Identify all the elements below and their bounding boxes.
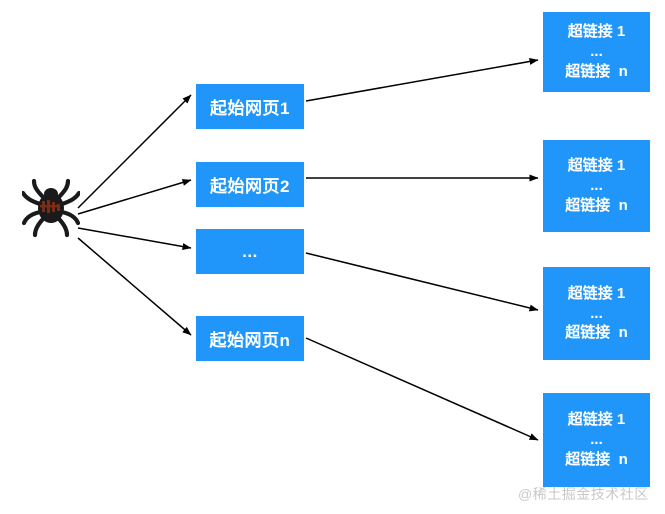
seed-page-label-3: ... xyxy=(242,242,258,261)
hyperlink-last-label-1: 超链接 n xyxy=(565,62,628,80)
hyperlink-last-label-3: 超链接 n xyxy=(565,324,628,342)
hyperlink-first-label-3: 超链接 1 xyxy=(567,284,626,302)
arrow-seed-1-to-links-1 xyxy=(305,58,539,102)
seed-page-node-3[interactable]: ... xyxy=(196,229,304,274)
hyperlink-first-label-1: 超链接 1 xyxy=(567,23,626,40)
seed-page-label-2: 起始网页2 xyxy=(210,177,290,196)
hyperlink-node-1[interactable]: 超链接 1 ... 超链接 n xyxy=(543,12,650,92)
hyperlink-ellipsis-2: ... xyxy=(590,177,603,195)
arrow-seed-3-to-links-3 xyxy=(305,252,539,312)
hyperlink-first-label-4: 超链接 1 xyxy=(567,411,626,428)
arrow-spider-to-seed-3 xyxy=(77,227,192,250)
hyperlink-node-3[interactable]: 超链接 1 ... 超链接 n xyxy=(543,267,650,360)
arrow-seed-4-to-links-4 xyxy=(305,337,539,441)
hyperlink-node-4[interactable]: 超链接 1 ... 超链接 n xyxy=(543,393,650,487)
arrow-spider-to-seed-1 xyxy=(77,94,192,209)
hyperlink-last-label-4: 超链接 n xyxy=(565,450,628,468)
seed-page-node-1[interactable]: 起始网页1 xyxy=(196,84,304,129)
seed-page-label-4: 起始网页n xyxy=(209,331,291,350)
hyperlink-ellipsis-4: ... xyxy=(590,431,603,449)
arrow-spider-to-seed-4 xyxy=(77,237,192,336)
seed-page-node-2[interactable]: 起始网页2 xyxy=(196,162,304,207)
hyperlink-node-2[interactable]: 超链接 1 ... 超链接 n xyxy=(543,140,650,232)
hyperlink-last-label-2: 超链接 n xyxy=(565,196,628,214)
arrow-spider-to-seed-2 xyxy=(77,179,192,215)
spider-icon xyxy=(22,178,80,238)
seed-page-node-4[interactable]: 起始网页n xyxy=(196,316,304,361)
seed-page-label-1: 起始网页1 xyxy=(210,99,290,118)
hyperlink-ellipsis-1: ... xyxy=(590,43,603,61)
hyperlink-ellipsis-3: ... xyxy=(590,304,603,322)
watermark: @稀土掘金技术社区 xyxy=(518,486,649,502)
hyperlink-first-label-2: 超链接 1 xyxy=(567,157,626,174)
